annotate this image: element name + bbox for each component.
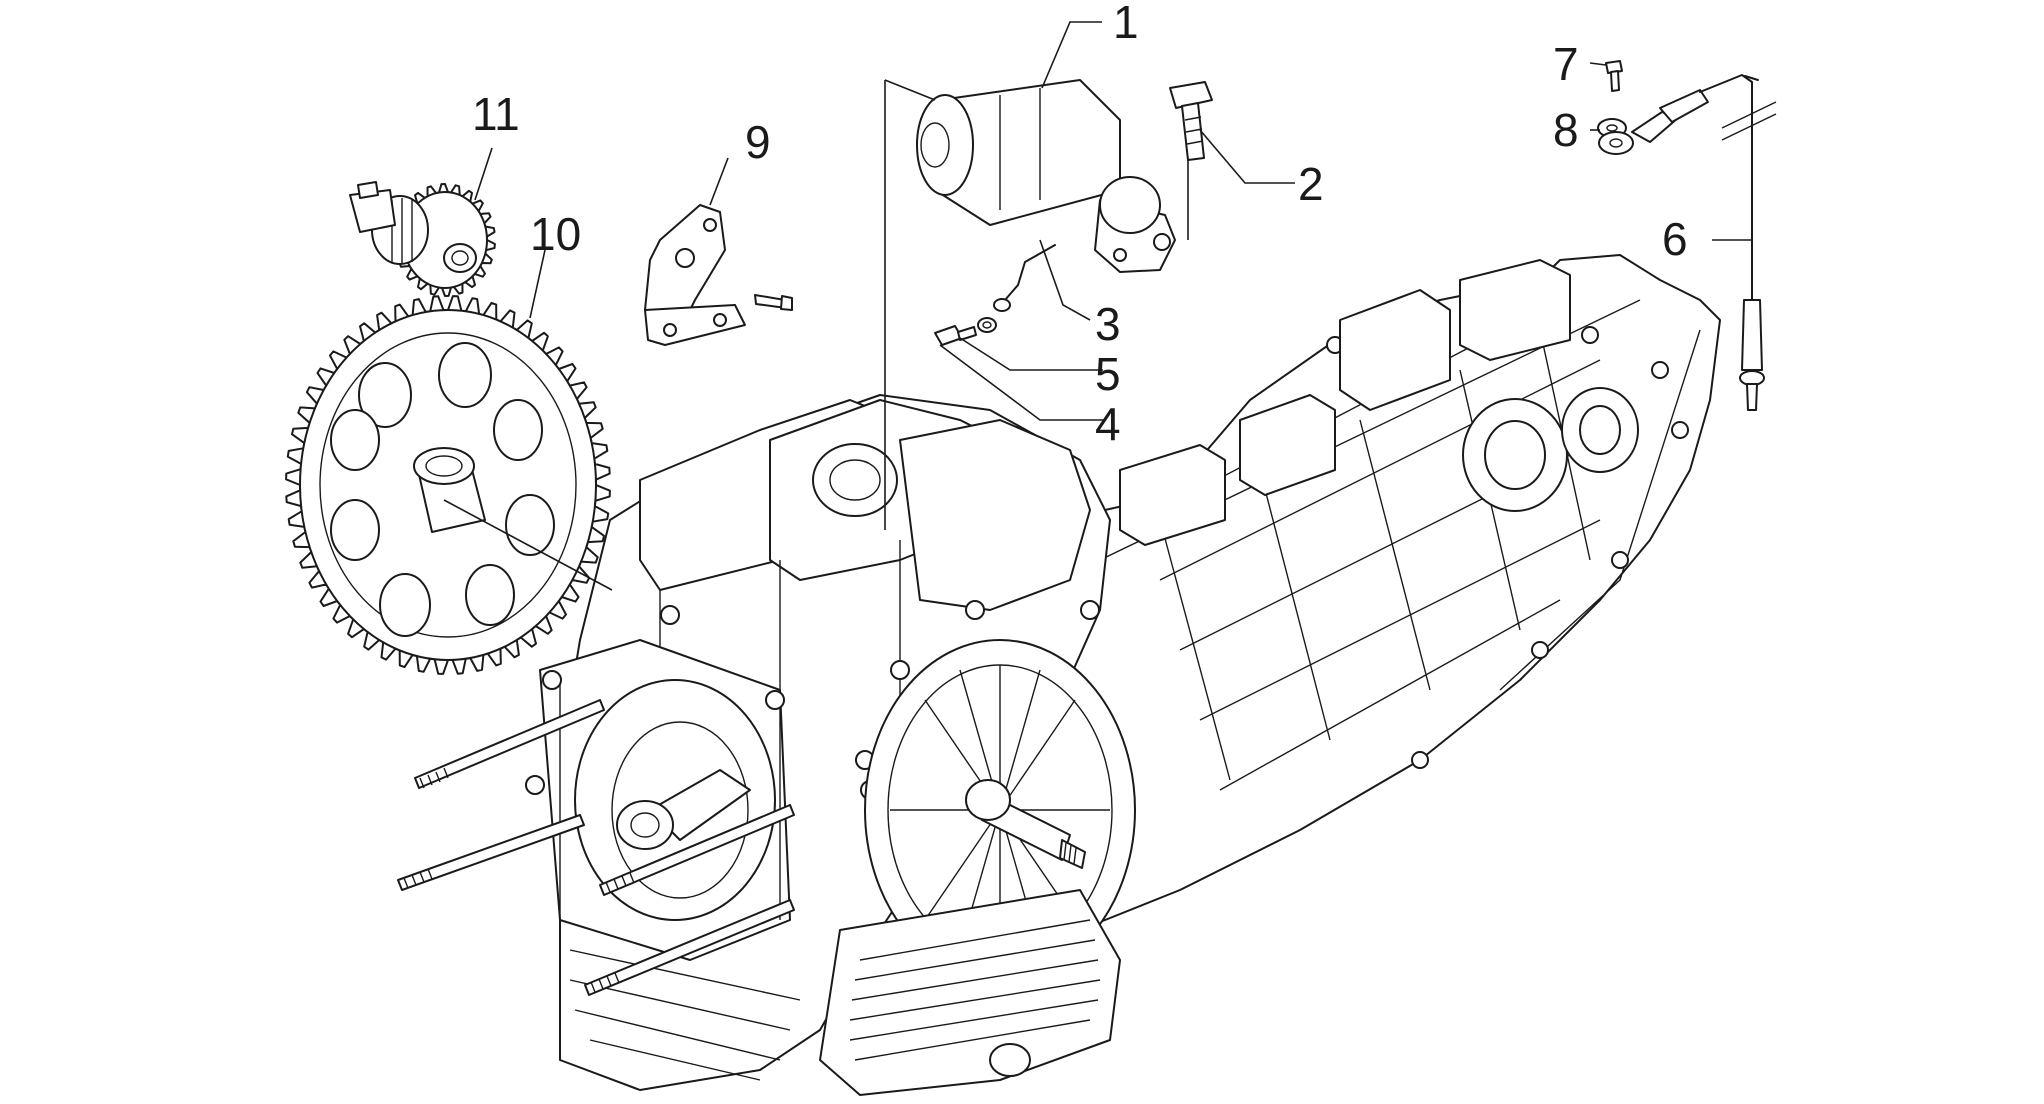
sprocket-gear — [285, 295, 611, 675]
crankcase — [397, 254, 1721, 1096]
callout-4: 4 — [1095, 398, 1121, 450]
bracket — [644, 204, 793, 346]
starter-cable-terminal — [993, 244, 1056, 312]
callout-7: 7 — [1553, 38, 1579, 90]
callout-3: 3 — [1095, 298, 1121, 350]
double-gear — [349, 181, 496, 297]
callout-9: 9 — [745, 116, 771, 168]
mounting-bolt — [1169, 81, 1213, 161]
callout-11: 11 — [472, 88, 520, 140]
callout-8: 8 — [1553, 104, 1579, 156]
callout-10: 10 — [530, 208, 581, 260]
leader-lines — [443, 21, 1752, 591]
starter-motor — [916, 79, 1176, 273]
sensor-bolt-and-washer — [1597, 60, 1634, 155]
callout-labels: 1 2 3 5 4 6 7 8 9 10 11 — [472, 0, 1688, 450]
callout-1: 1 — [1113, 0, 1139, 48]
callout-6: 6 — [1662, 213, 1688, 265]
screw-and-washer — [934, 317, 997, 346]
sensor-cable — [1631, 74, 1777, 411]
callout-2: 2 — [1298, 158, 1324, 210]
callout-5: 5 — [1095, 348, 1121, 400]
